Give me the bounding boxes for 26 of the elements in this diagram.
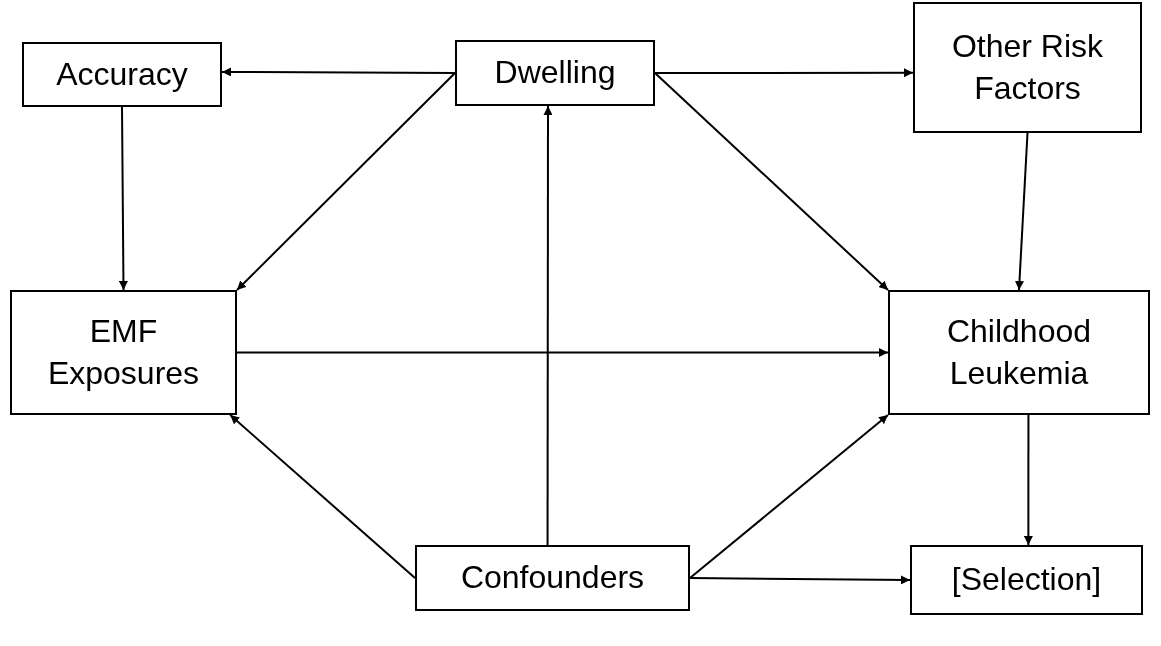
arrow — [689, 414, 889, 579]
node-label: EMF Exposures — [46, 311, 201, 393]
node-box — [888, 290, 1150, 415]
node-box — [913, 2, 1142, 133]
node-box — [22, 42, 222, 107]
node-label: Other Risk Factors — [950, 26, 1105, 108]
arrow — [229, 414, 416, 579]
arrow — [543, 105, 553, 546]
node-box — [415, 545, 690, 611]
node-box — [455, 40, 655, 106]
node-label: Childhood Leukemia — [945, 311, 1093, 393]
arrow — [236, 348, 889, 357]
node-box — [910, 545, 1143, 615]
arrow — [654, 68, 914, 78]
arrow — [689, 575, 911, 585]
arrow — [654, 72, 889, 291]
node-box — [10, 290, 237, 415]
node-label: [Selection] — [951, 560, 1102, 600]
node-label: Dwelling — [494, 53, 616, 93]
node-label: Confounders — [460, 558, 645, 598]
arrow — [1015, 132, 1029, 291]
arrow — [1023, 414, 1033, 546]
node-label: Accuracy — [56, 54, 188, 94]
arrow — [236, 72, 456, 291]
arrow — [221, 67, 456, 77]
arrow — [118, 106, 128, 291]
